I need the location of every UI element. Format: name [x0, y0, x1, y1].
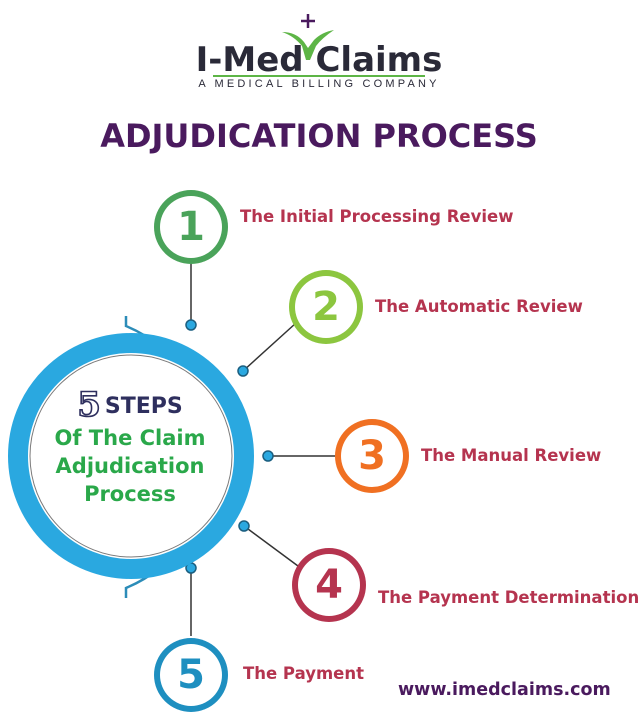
center-ring	[8, 333, 254, 579]
center-step-count: 5	[76, 385, 101, 425]
step-label-2: The Automatic Review	[375, 297, 583, 316]
step-number-1: 1	[177, 204, 205, 250]
logo-wordmark: I-Med Claims	[195, 40, 443, 80]
step-label-3: The Manual Review	[421, 446, 602, 465]
step-circle-1	[154, 190, 228, 264]
arc-node-3	[262, 450, 274, 462]
connector-line-4	[243, 525, 299, 567]
center-subtitle: Of The Claim Adjudication Process	[45, 424, 215, 508]
center-subtitle-line-2: Adjudication	[55, 454, 205, 478]
connector-line-2	[242, 322, 297, 372]
logo-underline	[213, 75, 425, 77]
arc-node-1	[185, 319, 197, 331]
step-label-1: The Initial Processing Review	[240, 207, 514, 226]
arc-node-4	[238, 520, 250, 532]
step-circle-3	[335, 419, 409, 493]
step-label-5: The Payment	[243, 664, 364, 683]
website-link[interactable]: www.imedclaims.com	[398, 680, 611, 700]
step-number-2: 2	[312, 284, 340, 330]
step-number-4: 4	[315, 562, 343, 608]
step-number-3: 3	[358, 433, 386, 479]
arc-node-2	[237, 365, 249, 377]
step-number-5: 5	[177, 652, 205, 698]
center-inner-border	[29, 354, 233, 558]
center-subtitle-line-3: Process	[84, 482, 176, 506]
step-circle-4	[292, 548, 366, 622]
caduceus-plus-icon	[282, 14, 334, 60]
step-circle-5	[154, 638, 228, 712]
logo-tagline: A MEDICAL BILLING COMPANY	[198, 78, 440, 90]
center-subtitle-line-1: Of The Claim	[54, 426, 206, 450]
step-circle-2	[289, 270, 363, 344]
page-title: ADJUDICATION PROCESS	[100, 117, 538, 155]
step-label-4: The Payment Determination	[378, 588, 638, 607]
center-steps-word: STEPS	[104, 394, 183, 419]
